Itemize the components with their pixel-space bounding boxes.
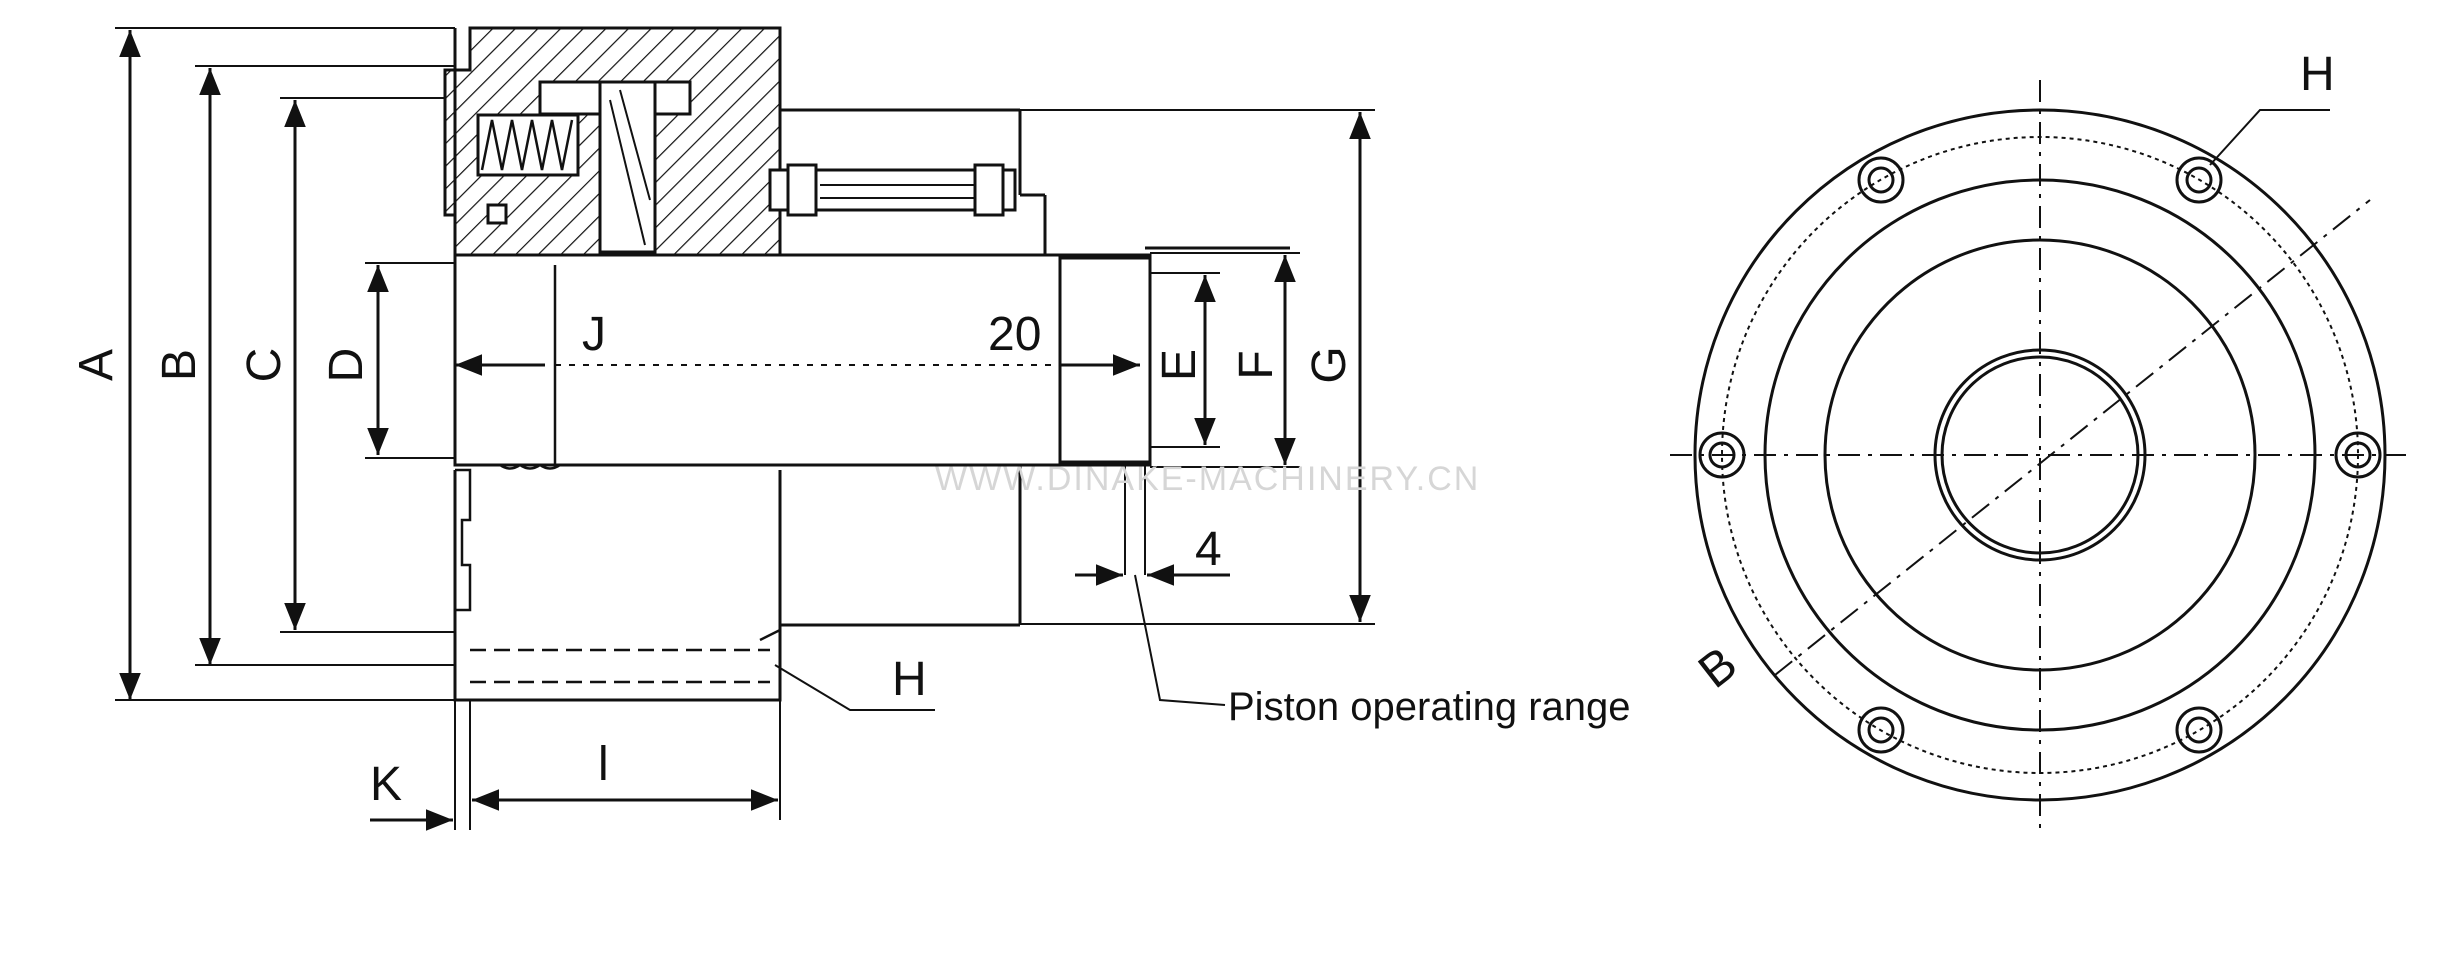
spring xyxy=(480,119,574,171)
front-view xyxy=(1670,80,2410,830)
label-l: l xyxy=(598,738,609,791)
piston-hatch-1 xyxy=(609,99,646,246)
side-H-leader xyxy=(774,664,935,711)
label-side-H: H xyxy=(892,653,927,706)
label-E: E xyxy=(1153,349,1206,381)
label-D: D xyxy=(320,348,373,383)
label-B: B xyxy=(153,349,206,381)
label-20: 20 xyxy=(988,308,1041,361)
bolt-holes xyxy=(1698,156,2382,754)
piston-range-leader xyxy=(1134,574,1226,706)
bolt-hole xyxy=(1857,156,1905,204)
front-H-leader xyxy=(2209,109,2330,166)
label-front-B: B xyxy=(1689,637,1747,698)
front-diagonal-line xyxy=(1774,199,2371,676)
piston-hatch-2 xyxy=(619,89,651,201)
watermark: WWW.DINAKE-MACHINERY.CN xyxy=(935,460,1480,498)
bolt-hole xyxy=(1857,706,1905,754)
label-front-H: H xyxy=(2300,48,2335,101)
label-J: J xyxy=(582,308,606,361)
label-4: 4 xyxy=(1195,523,1222,576)
bolt-hole xyxy=(2334,431,2382,479)
label-A: A xyxy=(70,349,123,381)
piston-operating-range-note: Piston operating range xyxy=(1228,685,1631,729)
bolt-hole xyxy=(2175,706,2223,754)
bolt-hole xyxy=(2175,156,2223,204)
piston xyxy=(598,80,657,254)
label-C: C xyxy=(238,348,291,383)
side-view-labels: A B C D E F G J 20 4 H K l Piston operat… xyxy=(70,308,1631,811)
side-section-view xyxy=(115,26,1375,831)
bolt-hole xyxy=(1698,431,1746,479)
label-G: G xyxy=(1303,346,1356,383)
label-F: F xyxy=(1230,350,1283,379)
seal-pocket xyxy=(486,203,508,225)
label-K: K xyxy=(370,758,402,811)
shaft-bore xyxy=(453,253,1152,467)
